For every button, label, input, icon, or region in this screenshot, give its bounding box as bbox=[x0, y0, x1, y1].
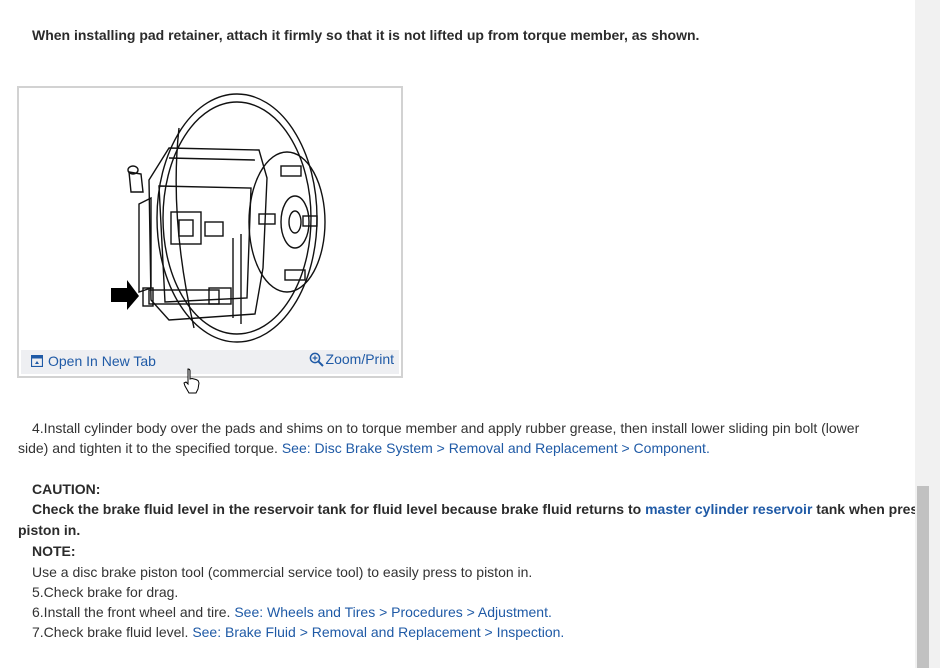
figure-panel: Open In New Tab Zoom/Print bbox=[17, 86, 403, 378]
brake-caliper-illustration[interactable] bbox=[19, 88, 401, 350]
intro-text: When installing pad retainer, attach it … bbox=[32, 27, 700, 43]
disc-brake-component-link[interactable]: See: Disc Brake System > Removal and Rep… bbox=[281, 440, 710, 456]
caution-heading: CAUTION: bbox=[32, 481, 101, 497]
figure-toolbar: Open In New Tab Zoom/Print bbox=[21, 350, 399, 374]
zoom-in-icon bbox=[309, 352, 324, 367]
step-5: 5.Check brake for drag. bbox=[32, 584, 179, 600]
brake-fluid-inspection-link[interactable]: See: Brake Fluid > Removal and Replaceme… bbox=[192, 624, 565, 640]
open-in-new-tab-button[interactable]: Open In New Tab bbox=[31, 353, 156, 369]
step-7-text: 7.Check brake fluid level. bbox=[32, 624, 193, 640]
open-new-tab-icon bbox=[31, 355, 43, 367]
caution-line-1: Check the brake fluid level in the reser… bbox=[32, 501, 940, 517]
step-6-text: 6.Install the front wheel and tire. bbox=[32, 604, 235, 620]
step-7: 7.Check brake fluid level. See: Brake Fl… bbox=[32, 624, 564, 640]
zoom-print-button[interactable]: Zoom/Print bbox=[309, 351, 394, 367]
caution-line-2: piston in. bbox=[18, 522, 81, 538]
document-content: When installing pad retainer, attach it … bbox=[17, 27, 940, 640]
master-cylinder-reservoir-link[interactable]: master cylinder reservoir bbox=[645, 501, 813, 517]
step-4-line-1: 4.Install cylinder body over the pads an… bbox=[32, 420, 860, 436]
wheels-tires-adjustment-link[interactable]: See: Wheels and Tires > Procedures > Adj… bbox=[234, 604, 552, 620]
note-text: Use a disc brake piston tool (commercial… bbox=[32, 564, 533, 580]
hand-pointer-icon bbox=[183, 368, 200, 394]
vertical-scrollbar[interactable] bbox=[915, 0, 940, 668]
pointer-arrow-icon bbox=[111, 280, 139, 310]
caution-text-after: tank when pressing bbox=[812, 501, 940, 517]
step-4-line-2: side) and tighten it to the specified to… bbox=[18, 440, 710, 456]
step-6: 6.Install the front wheel and tire. See:… bbox=[32, 604, 552, 620]
step-4-text: side) and tighten it to the specified to… bbox=[18, 440, 282, 456]
note-heading: NOTE: bbox=[32, 543, 76, 559]
zoom-print-label: Zoom/Print bbox=[325, 351, 394, 367]
open-in-new-tab-label: Open In New Tab bbox=[48, 353, 156, 369]
scrollbar-thumb[interactable] bbox=[917, 486, 929, 668]
caution-text: Check the brake fluid level in the reser… bbox=[32, 501, 646, 517]
